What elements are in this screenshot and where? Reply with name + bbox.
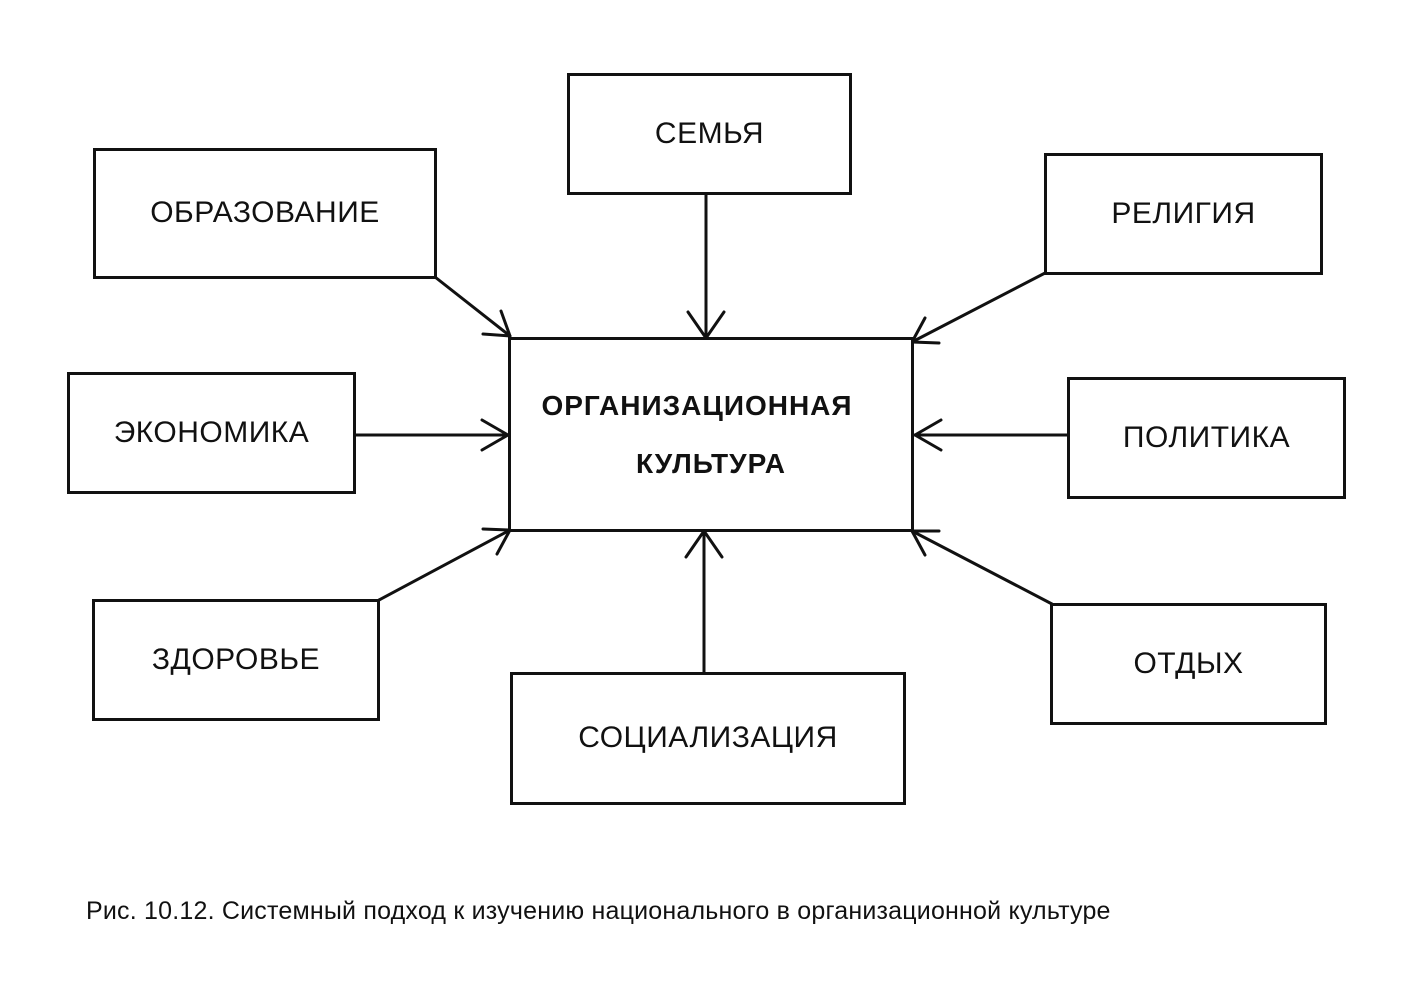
center-box-organizational-culture: ОРГАНИЗАЦИОННАЯ КУЛЬТУРА [508, 337, 914, 532]
arrow-family-to-center [686, 191, 726, 340]
node-socialization-label: СОЦИАЛИЗАЦИЯ [578, 721, 838, 755]
node-religion: РЕЛИГИЯ [1044, 153, 1323, 275]
node-leisure-label: ОТДЫХ [1133, 646, 1244, 680]
arrow-socialization-to-center [684, 529, 724, 675]
node-family: СЕМЬЯ [567, 73, 852, 195]
center-label-line1: ОРГАНИЗАЦИОННАЯ [541, 389, 853, 421]
node-politics-label: ПОЛИТИКА [1122, 420, 1291, 454]
node-economics-label: ЭКОНОМИКА [113, 415, 310, 449]
arrow-education-to-center [433, 275, 512, 338]
arrow-economics-to-center [352, 418, 510, 452]
arrow-politics-to-center [913, 418, 1070, 452]
node-religion-label: РЕЛИГИЯ [1111, 196, 1256, 230]
node-health-label: ЗДОРОВЬЕ [151, 642, 321, 676]
figure-caption: Рис. 10.12. Системный подход к изучению … [86, 897, 1111, 925]
node-economics: ЭКОНОМИКА [67, 372, 356, 494]
arrow-religion-to-center [910, 270, 1049, 345]
node-politics: ПОЛИТИКА [1067, 377, 1346, 499]
node-socialization: СОЦИАЛИЗАЦИЯ [510, 672, 906, 805]
node-family-label: СЕМЬЯ [654, 116, 765, 150]
node-health: ЗДОРОВЬЕ [92, 599, 380, 721]
node-education: ОБРАЗОВАНИЕ [93, 148, 437, 279]
node-education-label: ОБРАЗОВАНИЕ [150, 196, 380, 230]
node-leisure: ОТДЫХ [1050, 603, 1327, 725]
arrow-leisure-to-center [910, 529, 1054, 606]
arrow-health-to-center [377, 527, 512, 602]
center-label-line2: КУЛЬТУРА [635, 447, 787, 479]
